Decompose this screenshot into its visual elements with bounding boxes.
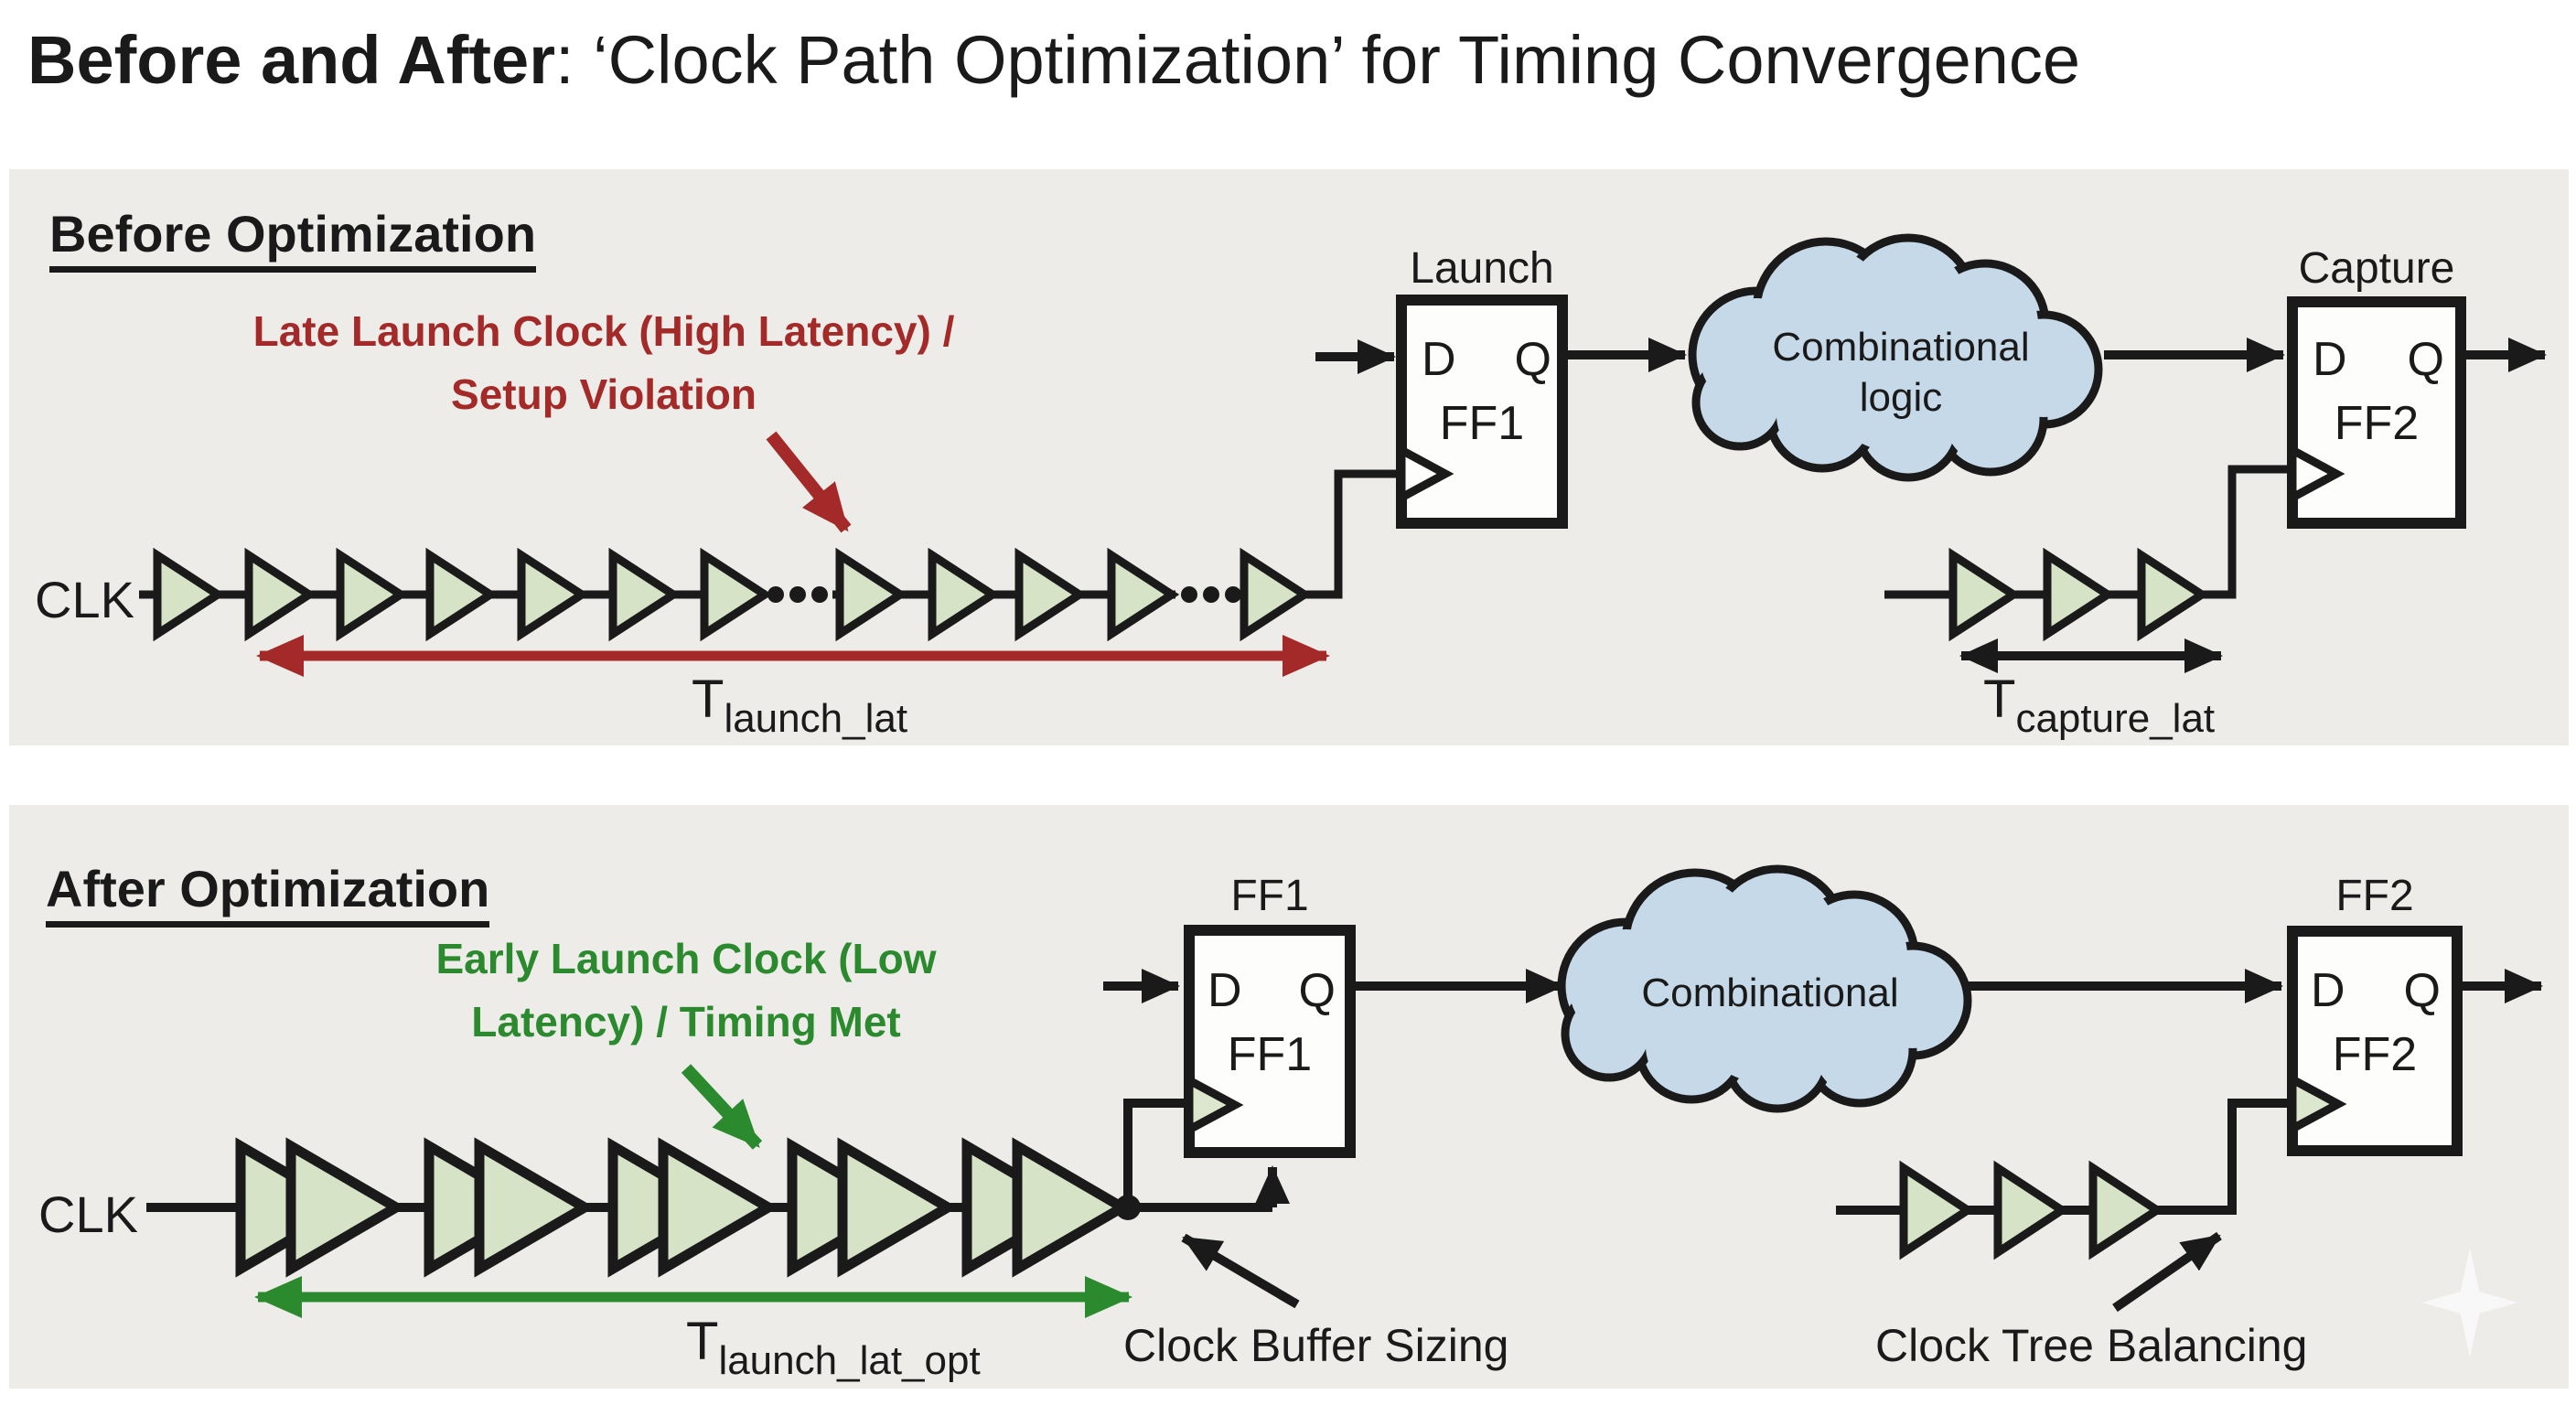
after-cloud-label: Combinational — [1641, 971, 1899, 1015]
t-subscript: launch_lat_opt — [718, 1338, 981, 1383]
before-ff2-clock-pin-icon — [2288, 443, 2345, 505]
before-launch-ff-box — [1396, 295, 1568, 529]
before-chain-ellipsis-dots — [767, 586, 1241, 603]
before-capture-ff-box — [2287, 296, 2466, 529]
clock-buffer-sizing-label: Clock Buffer Sizing — [1123, 1320, 1509, 1371]
page-title-rest: : ‘Clock Path Optimization’ for Timing C… — [555, 22, 2081, 98]
before-ff2-q-port: Q — [2407, 333, 2444, 386]
clock-tree-balancing-label: Clock Tree Balancing — [1875, 1320, 2308, 1371]
before-section: Before Optimization — [49, 179, 537, 273]
after-capture-buffer-chain — [1899, 1160, 2165, 1260]
clock-buffer-sizing-arrow — [1181, 1233, 1300, 1309]
after-ff1-q-port: Q — [1298, 964, 1336, 1017]
before-annotation: Late Launch Clock (High Latency) / Setup… — [252, 307, 955, 418]
before-header: Before Optimization — [49, 204, 537, 273]
after-launch-ff-box — [1184, 925, 1356, 1158]
after-ff2-clock-pin-icon — [2288, 1072, 2347, 1136]
after-clk-label: CLK — [38, 1185, 138, 1243]
after-ff1-name: FF1 — [1227, 1028, 1313, 1081]
clock-net-junction-dot — [1115, 1195, 1141, 1220]
t-symbol: T — [1983, 670, 2016, 729]
before-datapath-arrows — [1315, 338, 2547, 374]
before-ff1-clock-pin-icon — [1397, 443, 1454, 505]
after-capture-ff-box — [2287, 926, 2463, 1156]
t-subscript: capture_lat — [2015, 696, 2216, 741]
before-cloud-label: Combinational logic — [1772, 325, 2030, 420]
after-launch-buffer-chain — [235, 1137, 1132, 1278]
after-ff1-title: FF1 — [1230, 872, 1309, 920]
timing-met-arrow — [681, 1064, 763, 1150]
before-ff2-d-port: D — [2313, 333, 2347, 386]
before-ff1-title: Launch — [1410, 244, 1554, 293]
after-annotation: Early Launch Clock (Low Latency) / Timin… — [435, 935, 937, 1046]
page-title: Before and After: ‘Clock Path Optimizati… — [27, 15, 2080, 106]
after-ff2-title: FF2 — [2335, 872, 2414, 920]
after-ff1-d-port: D — [1208, 964, 1242, 1017]
before-ff1-name: FF1 — [1439, 397, 1525, 450]
after-ff2-name: FF2 — [2332, 1028, 2418, 1081]
before-capture-buffer-chain — [1948, 547, 2210, 642]
before-launch-buffer-chain — [153, 547, 1313, 642]
setup-violation-arrow — [766, 431, 852, 533]
before-ff1-d-port: D — [1422, 333, 1456, 386]
t-symbol: T — [686, 1312, 719, 1371]
after-ff1-clock-pin-icon — [1185, 1073, 1244, 1137]
before-ff2-name: FF2 — [2334, 397, 2420, 450]
clock-tree-balancing-arrow — [2112, 1231, 2222, 1313]
before-clk-label: CLK — [35, 571, 134, 628]
t-subscript: launch_lat — [724, 696, 908, 741]
after-header: After Optimization — [46, 859, 490, 928]
after-ff2-q-port: Q — [2403, 964, 2441, 1017]
before-ff1-q-port: Q — [1514, 333, 1551, 386]
after-ff2-d-port: D — [2311, 964, 2345, 1017]
t-symbol: T — [692, 670, 724, 729]
page-title-bold: Before and After — [27, 22, 556, 98]
after-section: After Optimization — [46, 834, 490, 928]
before-ff2-title: Capture — [2298, 244, 2455, 293]
